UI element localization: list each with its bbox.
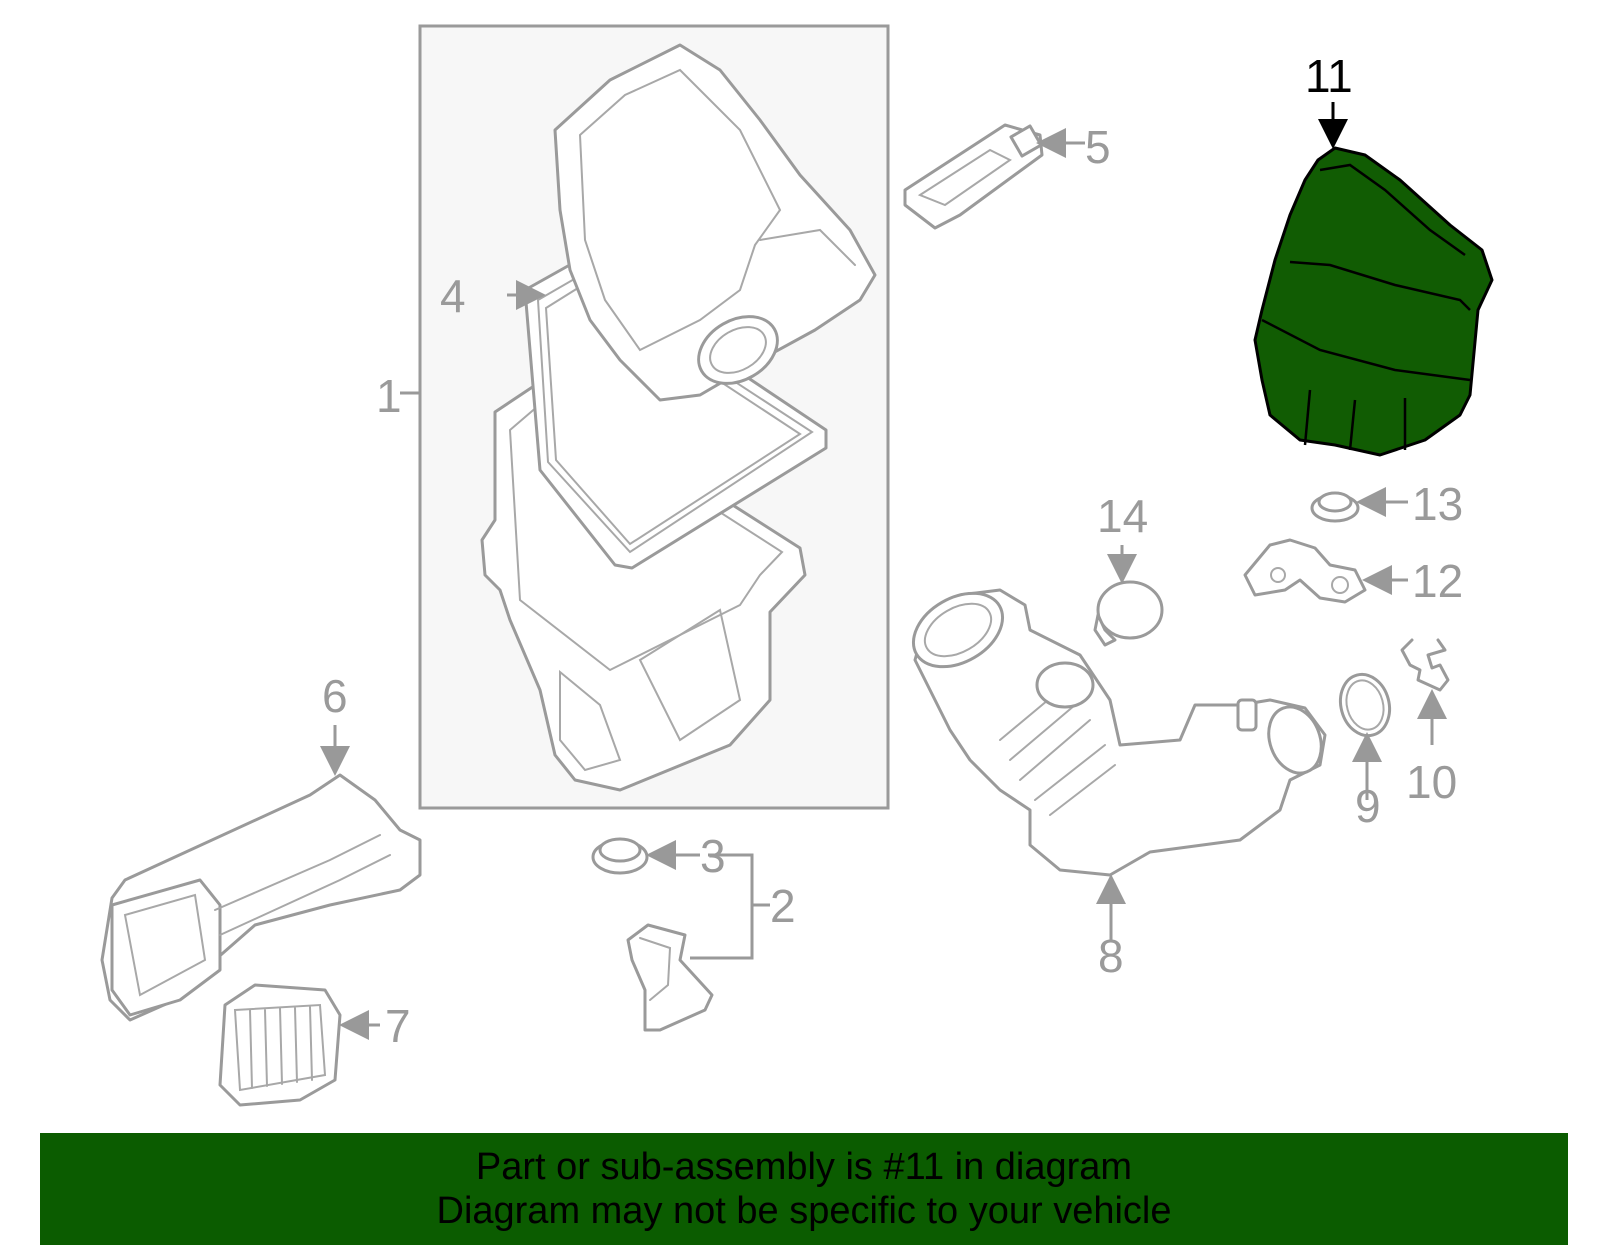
mass-airflow-sensor[interactable] <box>903 123 1044 230</box>
callout-8: 8 <box>1098 930 1124 982</box>
air-intake-duct[interactable] <box>100 773 422 1022</box>
leader-lines <box>320 102 1447 1040</box>
highlighted-part-11-cover[interactable] <box>1253 146 1494 457</box>
air-cleaner-upper-cover[interactable] <box>553 43 877 402</box>
bracket[interactable] <box>626 923 714 1032</box>
seal-ring[interactable] <box>1334 669 1396 741</box>
grommet-small[interactable] <box>1310 491 1360 523</box>
callout-2: 2 <box>770 880 796 932</box>
callout-11: 11 <box>1305 50 1353 102</box>
callout-6: 6 <box>322 670 348 722</box>
intake-grille[interactable] <box>218 983 342 1107</box>
callout-3: 3 <box>700 830 726 882</box>
callout-1: 1 <box>376 370 402 422</box>
callout-12: 12 <box>1412 555 1463 607</box>
banner-line-2: Diagram may not be specific to your vehi… <box>436 1190 1172 1232</box>
mounting-bracket[interactable] <box>1243 538 1367 604</box>
callout-5: 5 <box>1085 121 1111 173</box>
hose-clamp[interactable] <box>1093 580 1164 647</box>
callout-13: 13 <box>1412 478 1463 530</box>
clip[interactable] <box>1400 638 1450 692</box>
callout-4: 4 <box>440 270 466 322</box>
info-banner: Part or sub-assembly is #11 in diagram D… <box>40 1133 1568 1245</box>
grommet[interactable] <box>591 837 649 875</box>
callout-7: 7 <box>385 1000 411 1052</box>
banner-line-1: Part or sub-assembly is #11 in diagram <box>475 1146 1133 1188</box>
callout-9: 9 <box>1355 780 1381 832</box>
callout-10: 10 <box>1406 756 1457 808</box>
intake-tube[interactable] <box>900 578 1330 877</box>
callout-14: 14 <box>1097 490 1148 542</box>
